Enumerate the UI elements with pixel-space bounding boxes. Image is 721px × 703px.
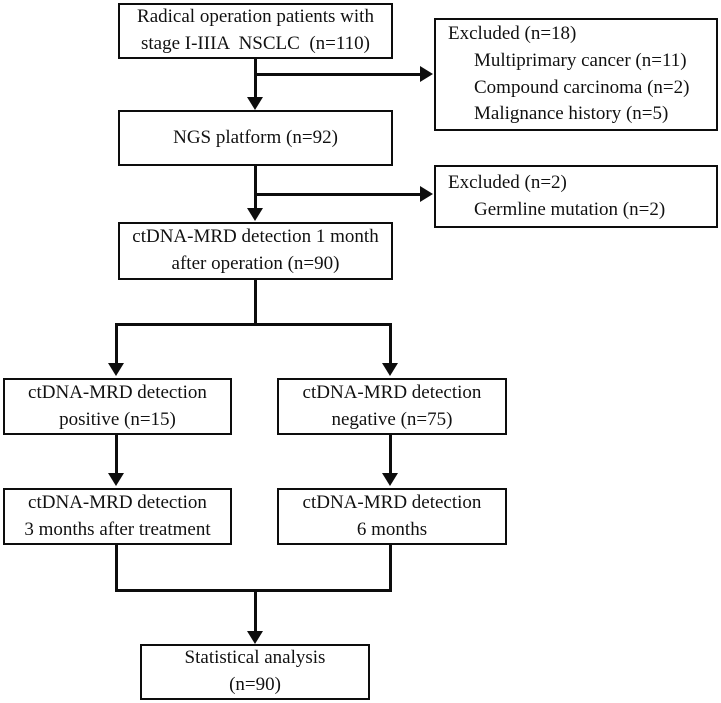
connector-mrd-negative-to-followup <box>389 435 392 475</box>
node-enrollment-line2: stage I-IIIA NSCLC (n=110) <box>140 33 370 54</box>
node-mrd-positive-line2: positive (n=15) <box>59 408 176 430</box>
node-followup-negative-line1: ctDNA-MRD detection <box>302 491 482 513</box>
node-mrd-negative: ctDNA-MRD detection negative (n=75) <box>277 378 507 435</box>
arrowhead-enrollment-to-ngs <box>247 97 263 110</box>
arrowhead-split-to-mrd-positive <box>108 363 124 376</box>
connector-split-bus <box>115 323 392 326</box>
node-excluded-2-header: Excluded (n=2) <box>448 171 567 193</box>
node-mrd-1month: ctDNA-MRD detection 1 month after operat… <box>118 222 393 280</box>
node-statistical-analysis-line2: (n=90) <box>229 674 281 695</box>
node-mrd-1month-line1: ctDNA-MRD detection 1 month <box>132 226 379 248</box>
node-enrollment-line1: Radical operation patients with <box>137 6 374 28</box>
node-statistical-analysis-line1: Statistical analysis <box>184 647 326 669</box>
connector-ngs-to-excluded-2 <box>254 193 421 196</box>
node-statistical-analysis: Statistical analysis (n=90) <box>140 644 370 700</box>
node-followup-positive-line2: 3 months after treatment <box>24 518 211 540</box>
connector-followup-positive-drop <box>115 545 118 592</box>
node-excluded-1-header: Excluded (n=18) <box>448 22 577 44</box>
node-followup-negative: ctDNA-MRD detection 6 months <box>277 488 507 545</box>
node-mrd-positive: ctDNA-MRD detection positive (n=15) <box>3 378 232 435</box>
connector-mrd-positive-to-followup <box>115 435 118 475</box>
arrowhead-mrd-positive-to-followup <box>108 473 124 486</box>
node-excluded-2-item-0: Germline mutation (n=2) <box>474 198 666 220</box>
node-mrd-negative-line1: ctDNA-MRD detection <box>302 381 482 403</box>
node-excluded-1-item-0: Multiprimary cancer (n=11) <box>474 49 687 71</box>
node-mrd-positive-line1: ctDNA-MRD detection <box>28 381 207 403</box>
node-excluded-1-item-1: Compound carcinoma (n=2) <box>474 76 690 98</box>
connector-split-right-drop <box>389 323 392 365</box>
node-followup-positive: ctDNA-MRD detection 3 months after treat… <box>3 488 232 545</box>
connector-mrd-1month-trunk <box>254 280 257 325</box>
connector-ngs-to-mrd-1month <box>254 166 257 210</box>
connector-split-left-drop <box>115 323 118 365</box>
arrowhead-enrollment-to-excluded-1 <box>420 66 433 82</box>
connector-merge-to-statistical <box>254 589 257 633</box>
node-mrd-negative-line2: negative (n=75) <box>331 408 453 430</box>
node-ngs-platform-line1: NGS platform (n=92) <box>173 126 338 148</box>
node-excluded-1-item-2: Malignance history (n=5) <box>474 103 669 125</box>
node-ngs-platform: NGS platform (n=92) <box>118 110 393 166</box>
arrowhead-ngs-to-excluded-2 <box>420 186 433 202</box>
arrowhead-split-to-mrd-negative <box>382 363 398 376</box>
node-excluded-1: Excluded (n=18) Multiprimary cancer (n=1… <box>434 18 718 131</box>
node-excluded-2: Excluded (n=2) Germline mutation (n=2) <box>434 165 718 228</box>
connector-merge-bus <box>115 589 392 592</box>
connector-enrollment-to-excluded-1 <box>254 73 421 76</box>
connector-followup-negative-drop <box>389 545 392 592</box>
node-followup-negative-line2: 6 months <box>356 518 428 540</box>
arrowhead-ngs-to-mrd-1month <box>247 208 263 221</box>
arrowhead-mrd-negative-to-followup <box>382 473 398 486</box>
node-followup-positive-line1: ctDNA-MRD detection <box>28 491 207 513</box>
connector-enrollment-to-ngs <box>254 59 257 99</box>
node-enrollment: Radical operation patients with stage I-… <box>118 3 393 59</box>
arrowhead-merge-to-statistical <box>247 631 263 644</box>
node-mrd-1month-line2: after operation (n=90) <box>171 253 340 274</box>
